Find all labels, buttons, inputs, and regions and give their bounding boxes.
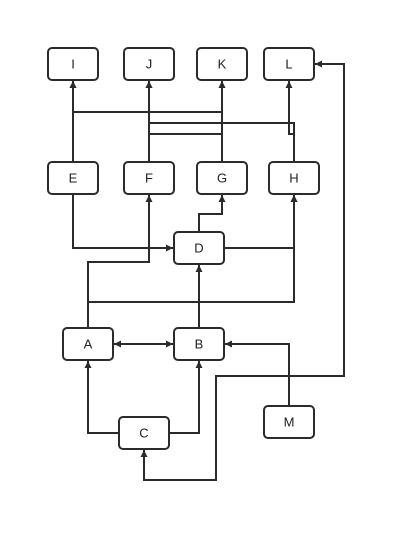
node-e: E bbox=[47, 161, 99, 195]
node-box bbox=[47, 47, 99, 81]
node-label: D bbox=[194, 241, 203, 256]
edge-m-to-l bbox=[288, 60, 345, 406]
edge-d-to-h bbox=[224, 195, 298, 249]
node-box bbox=[173, 327, 225, 361]
node-label: A bbox=[84, 337, 93, 352]
node-i: I bbox=[47, 47, 99, 81]
node-a: A bbox=[62, 327, 114, 361]
nodes: I J K L E F G H D A B C M bbox=[47, 47, 320, 450]
edge-g-to-i bbox=[69, 81, 223, 162]
node-h: H bbox=[268, 161, 320, 195]
node-k: K bbox=[196, 47, 248, 81]
node-box bbox=[123, 47, 175, 81]
node-label: K bbox=[218, 57, 227, 72]
node-b: B bbox=[173, 327, 225, 361]
edge-c-to-a bbox=[84, 361, 119, 434]
edge-a-to-h bbox=[87, 195, 298, 328]
node-label: C bbox=[139, 426, 148, 441]
node-label: H bbox=[289, 171, 298, 186]
node-box bbox=[118, 416, 170, 450]
node-label: G bbox=[217, 171, 227, 186]
node-box bbox=[196, 47, 248, 81]
node-label: E bbox=[69, 171, 78, 186]
node-d: D bbox=[173, 231, 225, 265]
edge-a-to-f bbox=[87, 195, 153, 328]
node-g: G bbox=[196, 161, 248, 195]
node-box bbox=[263, 405, 315, 439]
node-box bbox=[263, 47, 315, 81]
node-label: J bbox=[146, 57, 153, 72]
edge-e-to-d bbox=[72, 194, 173, 252]
edge-c-to-b bbox=[169, 361, 203, 434]
node-box bbox=[268, 161, 320, 195]
node-label: B bbox=[195, 337, 204, 352]
edge-h-to-j bbox=[145, 81, 295, 162]
node-label: F bbox=[145, 171, 153, 186]
node-box bbox=[123, 161, 175, 195]
node-m: M bbox=[263, 405, 315, 439]
node-box bbox=[47, 161, 99, 195]
edges bbox=[69, 60, 345, 481]
node-box bbox=[62, 327, 114, 361]
node-box bbox=[196, 161, 248, 195]
node-label: L bbox=[285, 57, 292, 72]
node-c: C bbox=[118, 416, 170, 450]
edge-f-to-k bbox=[148, 81, 226, 162]
edge-d-to-g bbox=[198, 195, 226, 232]
node-f: F bbox=[123, 161, 175, 195]
edge-m-to-c bbox=[140, 375, 289, 481]
node-label: M bbox=[284, 415, 295, 430]
node-l: L bbox=[263, 47, 315, 81]
node-label: I bbox=[71, 57, 75, 72]
node-j: J bbox=[123, 47, 175, 81]
node-box bbox=[173, 231, 225, 265]
